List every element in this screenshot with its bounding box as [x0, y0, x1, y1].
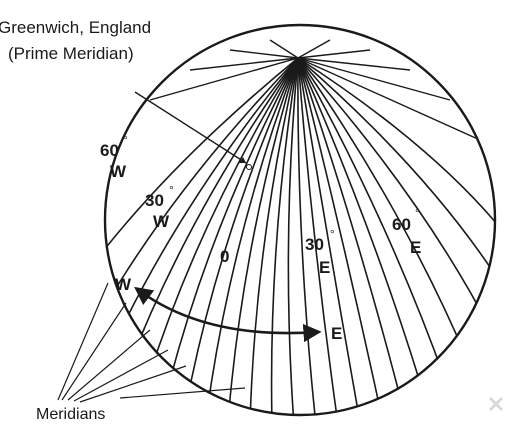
meridian-line: [205, 57, 299, 415]
label-30w-degree-mark: °: [169, 183, 174, 197]
meridian-line: [270, 57, 299, 415]
meridian-line: [297, 39, 331, 59]
meridian-line: [297, 57, 405, 413]
label-60e-degree-mark: °: [415, 206, 420, 220]
west-east-arrow: [134, 286, 322, 343]
label-30e-degree: 30: [305, 235, 324, 254]
meridian-line: [297, 57, 495, 291]
label-30e-degree-mark: °: [330, 227, 335, 241]
meridian-line: [297, 57, 383, 415]
meridian-line: [249, 57, 299, 415]
greenwich-point: [246, 164, 252, 170]
meridian-line: [105, 57, 299, 356]
meridian-line: [297, 57, 495, 241]
meridians-leader-lines: [57, 282, 246, 403]
meridian-line: [297, 57, 361, 415]
prime-meridian-callout-arrowhead: [239, 157, 246, 163]
meridian-line: [297, 57, 481, 141]
label-east: E: [331, 324, 342, 343]
meridian-line: [297, 57, 451, 101]
meridian-line: [161, 57, 299, 413]
callout-line-2: (Prime Meridian): [8, 44, 134, 63]
meridian-line: [269, 39, 299, 59]
meridian-line: [297, 49, 371, 59]
meridians-label: Meridians: [36, 406, 105, 423]
corner-mark: [488, 396, 504, 412]
label-0-degree: 0: [220, 247, 229, 266]
meridian-line: [227, 57, 299, 415]
meridian-line: [297, 57, 317, 415]
label-60e-direction: E: [410, 238, 421, 257]
label-30w-direction: W: [153, 212, 170, 231]
meridian-line: [229, 49, 299, 59]
label-60w-degree-mark: °: [123, 133, 128, 147]
meridian-line: [297, 57, 427, 403]
meridian-line: [297, 57, 411, 71]
meridian-line: [287, 57, 299, 415]
meridian-line: [297, 57, 449, 389]
meridian-line: [149, 57, 299, 101]
label-west: W: [115, 275, 132, 294]
meridian-line: [189, 57, 299, 71]
label-60e-degree: 60: [392, 215, 411, 234]
prime-meridian-callout-line: [134, 91, 247, 164]
label-60w-direction: W: [110, 162, 127, 181]
meridian-line: [183, 57, 299, 415]
callout-line-1: Greenwich, England: [0, 18, 151, 37]
meridian-line: [297, 57, 339, 415]
meridian-line: [297, 57, 493, 333]
label-30e-direction: E: [319, 258, 330, 277]
meridian-line: [105, 57, 299, 311]
label-30w-degree: 30: [145, 191, 164, 210]
label-60w-degree: 60: [100, 141, 119, 160]
meridian-line: [297, 57, 471, 367]
